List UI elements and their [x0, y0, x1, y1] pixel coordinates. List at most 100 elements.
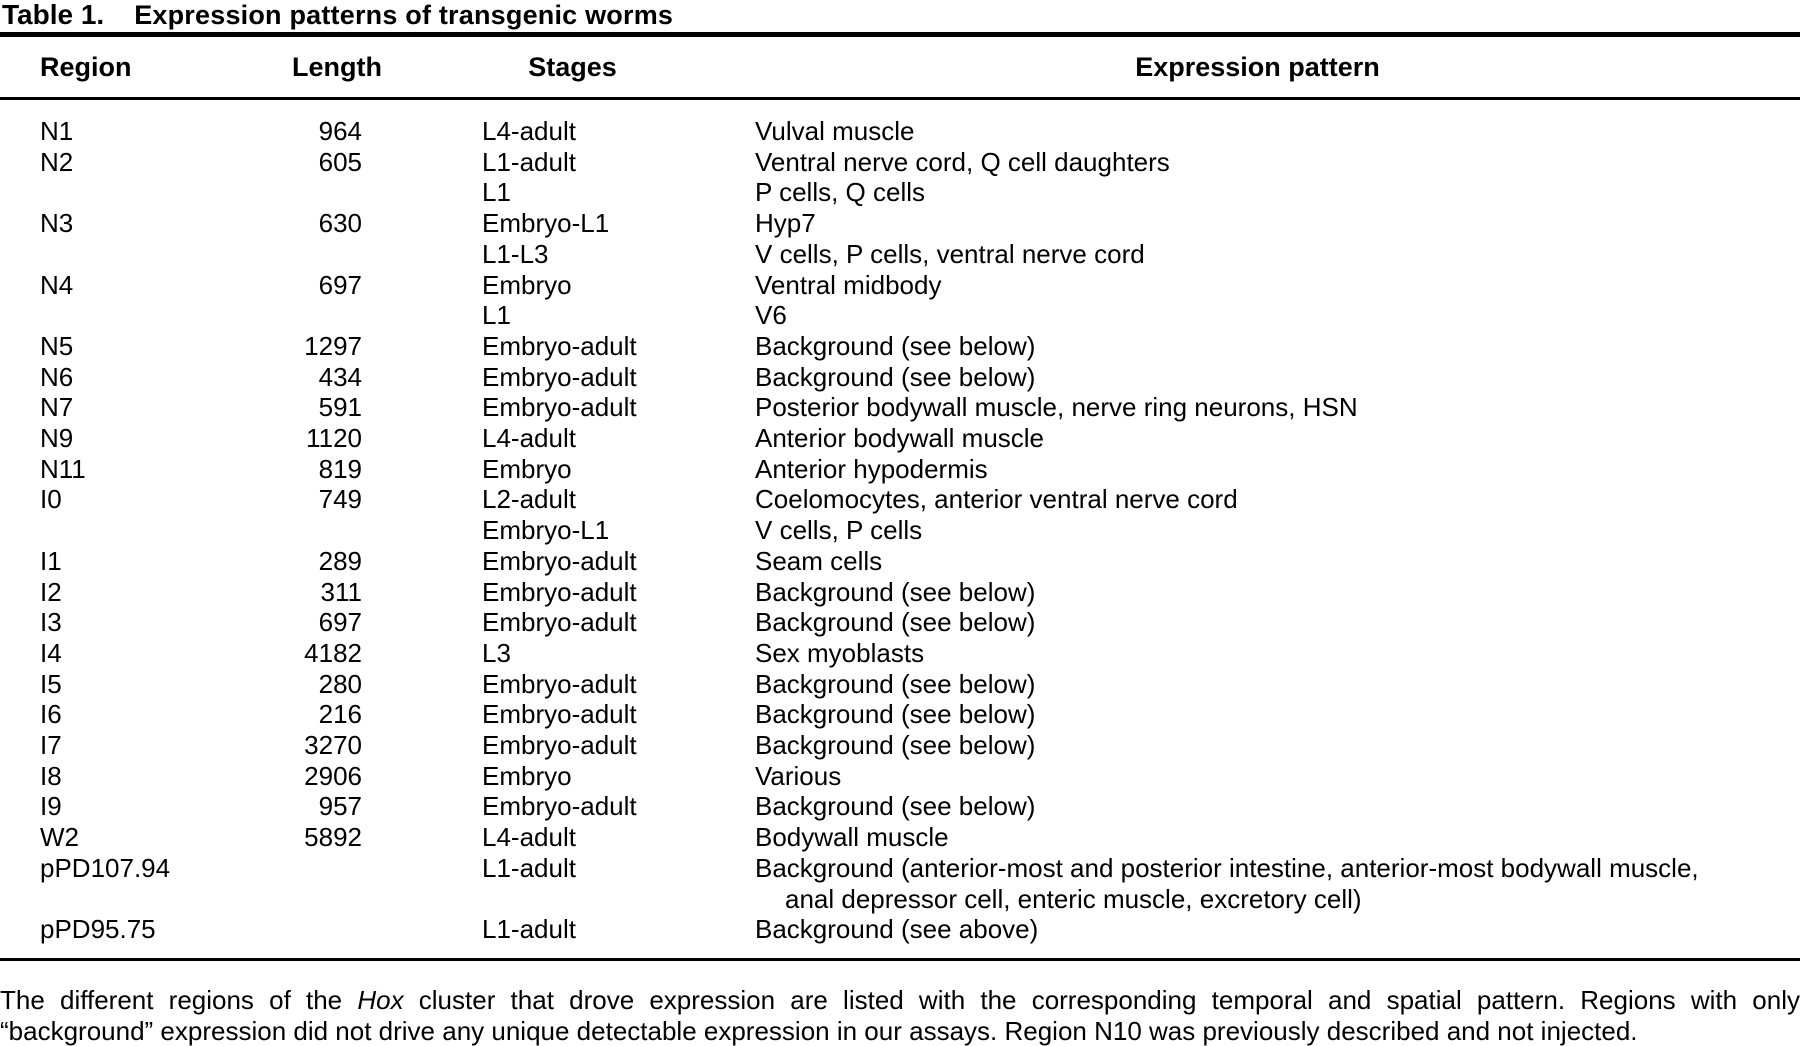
table-row: L1-L3 V cells, P cells, ventral nerve co…: [0, 239, 1800, 270]
expression-pattern-cell: Background (see below): [755, 361, 1036, 392]
length-cell: 749: [318, 484, 362, 515]
length-cell: [180, 515, 390, 546]
table-row: anal depressor cell, enteric muscle, exc…: [0, 884, 1800, 915]
length-cell: 605: [318, 146, 362, 177]
region-cell: N2: [40, 146, 74, 177]
length-cell: 630: [318, 208, 362, 239]
table-footnote: The different regions of the Hox cluster…: [0, 985, 1800, 1046]
table-row: N1 964 L4-adult Vulval muscle: [0, 99, 1800, 147]
stages-cell: Embryo-adult: [482, 392, 637, 423]
expression-pattern-cell: Background (see below): [755, 730, 1036, 761]
region-cell: N3: [40, 208, 74, 239]
length-cell: 280: [318, 668, 362, 699]
stages-cell: L1: [482, 177, 511, 208]
region-cell: N4: [40, 269, 74, 300]
table-row: I9 957 Embryo-adult Background (see belo…: [0, 791, 1800, 822]
stages-cell: Embryo-adult: [482, 607, 637, 638]
table-row: L1 V6: [0, 300, 1800, 331]
region-cell: I9: [40, 791, 62, 822]
stages-cell: Embryo-adult: [482, 576, 637, 607]
length-cell: 591: [318, 392, 362, 423]
region-cell: I3: [40, 607, 62, 638]
length-cell: 4182: [304, 637, 362, 668]
stages-cell: Embryo-adult: [482, 668, 637, 699]
stages-cell: L1: [482, 300, 511, 331]
table-row: I6 216 Embryo-adult Background (see belo…: [0, 699, 1800, 730]
stages-cell: L2-adult: [482, 484, 576, 515]
stages-cell: L3: [482, 637, 511, 668]
expression-pattern-cell: Anterior hypodermis: [755, 453, 988, 484]
length-cell: [180, 853, 390, 884]
region-cell: pPD95.75: [40, 914, 156, 945]
footnote-line-2: “background” expression did not drive an…: [0, 1015, 1638, 1046]
region-cell: [0, 239, 180, 270]
region-cell: [0, 515, 180, 546]
table-row: I4 4182 L3 Sex myoblasts: [0, 638, 1800, 669]
length-cell: 697: [318, 607, 362, 638]
stages-cell: Embryo: [482, 760, 572, 791]
footnote-text-after-italic: cluster that drove expression are listed…: [403, 984, 1800, 1015]
expression-pattern-cell: Posterior bodywall muscle, nerve ring ne…: [755, 392, 1358, 423]
region-cell: N7: [40, 392, 74, 423]
table-row: I5 280 Embryo-adult Background (see belo…: [0, 669, 1800, 700]
length-cell: 819: [318, 453, 362, 484]
table-row: N7 591 Embryo-adult Posterior bodywall m…: [0, 392, 1800, 423]
region-cell: N9: [40, 423, 74, 454]
header-row: Region Length Stages Expression pattern: [0, 34, 1800, 100]
expression-pattern-cell: anal depressor cell, enteric muscle, exc…: [785, 883, 1362, 914]
length-cell: [180, 300, 390, 331]
expression-pattern-cell: Ventral midbody: [755, 269, 942, 300]
table-row: N4 697 Embryo Ventral midbody: [0, 270, 1800, 301]
expression-pattern-cell: Anterior bodywall muscle: [755, 423, 1045, 454]
region-cell: [0, 884, 180, 915]
expression-pattern-cell: V6: [755, 300, 787, 331]
expression-pattern-cell: Background (see above): [755, 914, 1039, 945]
expression-pattern-cell: Various: [755, 760, 842, 791]
table-row: N11 819 Embryo Anterior hypodermis: [0, 454, 1800, 485]
table-row: I3 697 Embryo-adult Background (see belo…: [0, 607, 1800, 638]
length-cell: 434: [318, 361, 362, 392]
table-row: I7 3270 Embryo-adult Background (see bel…: [0, 730, 1800, 761]
region-cell: I5: [40, 668, 62, 699]
length-cell: 5892: [304, 822, 362, 853]
region-cell: I2: [40, 576, 62, 607]
stages-cell: Embryo: [482, 269, 572, 300]
stages-cell: L4-adult: [482, 116, 576, 146]
column-header-region: Region: [0, 34, 180, 100]
stages-cell: Embryo-adult: [482, 545, 637, 576]
stages-cell: Embryo-adult: [482, 330, 637, 361]
stages-cell: L1-adult: [482, 914, 576, 945]
region-cell: N6: [40, 361, 74, 392]
table-row: N2 605 L1-adult Ventral nerve cord, Q ce…: [0, 147, 1800, 178]
region-cell: I1: [40, 545, 62, 576]
region-cell: N11: [40, 453, 86, 484]
table-number-label: Table 1.: [2, 0, 105, 30]
expression-pattern-cell: Sex myoblasts: [755, 637, 925, 668]
length-cell: 2906: [304, 760, 362, 791]
expression-pattern-cell: Ventral nerve cord, Q cell daughters: [755, 146, 1170, 177]
length-cell: 216: [318, 699, 362, 730]
length-cell: 311: [320, 576, 362, 607]
column-header-length: Length: [180, 34, 390, 100]
footnote-text-before-italic: The different regions of the: [0, 984, 358, 1015]
length-cell: 957: [318, 791, 362, 822]
region-cell: pPD107.94: [40, 852, 171, 883]
stages-cell: Embryo-adult: [482, 791, 637, 822]
table-caption: Expression patterns of transgenic worms: [134, 0, 674, 30]
column-header-stages: Stages: [390, 34, 755, 100]
expression-pattern-cell: V cells, P cells: [755, 515, 923, 546]
table-row: N5 1297 Embryo-adult Background (see bel…: [0, 331, 1800, 362]
length-cell: 964: [318, 116, 362, 146]
stages-cell: [390, 884, 755, 915]
expression-pattern-cell: Background (see below): [755, 576, 1036, 607]
expression-pattern-cell: Background (see below): [755, 668, 1036, 699]
length-cell: [180, 239, 390, 270]
column-header-expression-pattern: Expression pattern: [755, 34, 1800, 100]
table-row: I0 749 L2-adult Coelomocytes, anterior v…: [0, 484, 1800, 515]
hox-gene-italic: Hox: [357, 984, 404, 1015]
stages-cell: Embryo: [482, 453, 572, 484]
table-body: N1 964 L4-adult Vulval muscle N2 605 L1-…: [0, 99, 1800, 960]
length-cell: 289: [318, 545, 362, 576]
stages-cell: L1-adult: [482, 146, 576, 177]
